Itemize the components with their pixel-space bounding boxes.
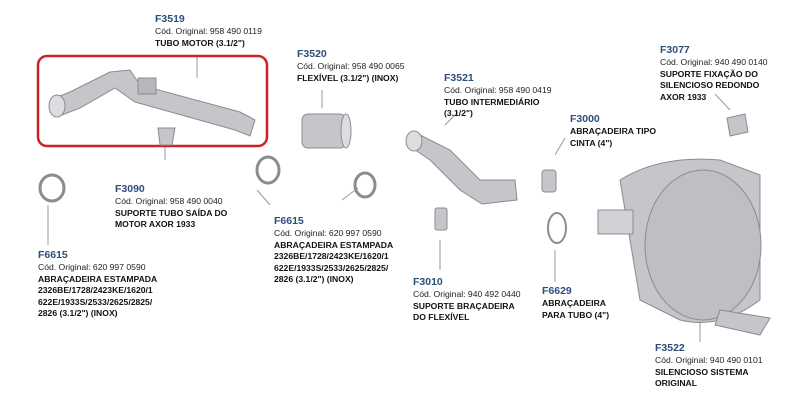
suporte-f3090 (157, 127, 176, 146)
part-code: F3521 (444, 72, 474, 84)
abracadeira-f3000 (541, 169, 557, 193)
part-name: TUBO MOTOR (3.1/2") (155, 37, 245, 48)
part-original-code: Cód. Original: 620 997 0590 (38, 262, 146, 272)
part-code: F3519 (155, 13, 185, 25)
part-original-code: Cód. Original: 940 490 0101 (655, 355, 763, 365)
tubo-intermediario (407, 134, 518, 205)
part-original-code: Cód. Original: 958 490 0119 (155, 26, 262, 36)
part-label-f6615-mid[interactable]: F6615 Cód. Original: 620 997 0590 ABRAÇA… (274, 215, 393, 286)
part-code: F6615 (274, 215, 304, 227)
part-original-code: Cód. Original: 940 490 0140 (660, 57, 768, 67)
abracadeira-mid2 (353, 171, 377, 199)
part-original-code: Cód. Original: 940 492 0440 (413, 289, 521, 299)
part-name: SUPORTE FIXAÇÃO DO SILENCIOSO REDONDO AX… (660, 68, 760, 102)
suporte-f3077 (726, 113, 749, 137)
part-name: ABRAÇADEIRA ESTAMPADA 2326BE/1728/2423KE… (274, 239, 394, 285)
part-label-f3010[interactable]: F3010 Cód. Original: 940 492 0440 SUPORT… (413, 276, 521, 324)
tubo-motor-bracket (137, 77, 157, 95)
part-code: F3090 (115, 183, 145, 195)
part-label-f3520[interactable]: F3520 Cód. Original: 958 490 0065 FLEXÍV… (297, 48, 405, 84)
part-name: SILENCIOSO SISTEMA ORIGINAL (655, 366, 749, 389)
part-name: ABRAÇADEIRA PARA TUBO (4") (542, 298, 610, 320)
part-label-f6629[interactable]: F6629 ABRAÇADEIRA PARA TUBO (4") (542, 285, 609, 321)
part-original-code: Cód. Original: 958 490 0419 (444, 85, 552, 95)
part-original-code: Cód. Original: 958 490 0040 (115, 196, 223, 206)
part-code: F3010 (413, 276, 443, 288)
part-label-f3521[interactable]: F3521 Cód. Original: 958 490 0419 TUBO I… (444, 72, 552, 120)
part-code: F6615 (38, 249, 68, 261)
suporte-f3010 (434, 207, 448, 231)
part-original-code: Cód. Original: 620 997 0590 (274, 228, 382, 238)
part-name: ABRAÇADEIRA ESTAMPADA 2326BE/1728/2423KE… (38, 273, 158, 319)
part-code: F3077 (660, 44, 690, 56)
part-name: TUBO INTERMEDIÁRIO (3.1/2") (444, 96, 540, 119)
part-label-f3522[interactable]: F3522 Cód. Original: 940 490 0101 SILENC… (655, 342, 763, 390)
flexivel (301, 113, 347, 149)
part-label-f3090[interactable]: F3090 Cód. Original: 958 490 0040 SUPORT… (115, 183, 227, 231)
part-name: SUPORTE TUBO SAÍDA DO MOTOR AXOR 1933 (115, 207, 228, 230)
part-label-f3519[interactable]: F3519 Cód. Original: 958 490 0119 TUBO M… (155, 13, 262, 49)
part-original-code: Cód. Original: 958 490 0065 (297, 61, 405, 71)
highlight-box (36, 54, 269, 148)
part-code: F3522 (655, 342, 685, 354)
leader-lines (47, 56, 731, 342)
part-label-f3000[interactable]: F3000 ABRAÇADEIRA TIPO CINTA (4") (570, 113, 656, 149)
part-name: ABRAÇADEIRA TIPO CINTA (4") (570, 126, 657, 148)
part-code: F3000 (570, 113, 600, 125)
part-code: F3520 (297, 48, 327, 60)
abracadeira-left (38, 173, 66, 203)
part-label-f6615-left[interactable]: F6615 Cód. Original: 620 997 0590 ABRAÇA… (38, 249, 157, 320)
abracadeira-mid1 (255, 155, 281, 185)
part-label-f3077[interactable]: F3077 Cód. Original: 940 490 0140 SUPORT… (660, 44, 768, 103)
part-name: FLEXÍVEL (3.1/2") (INOX) (297, 72, 399, 83)
part-code: F6629 (542, 285, 572, 297)
abracadeira-f6629 (547, 212, 567, 244)
tubo-motor (54, 69, 256, 137)
part-name: SUPORTE BRAÇADEIRA DO FLEXÍVEL (413, 300, 515, 323)
